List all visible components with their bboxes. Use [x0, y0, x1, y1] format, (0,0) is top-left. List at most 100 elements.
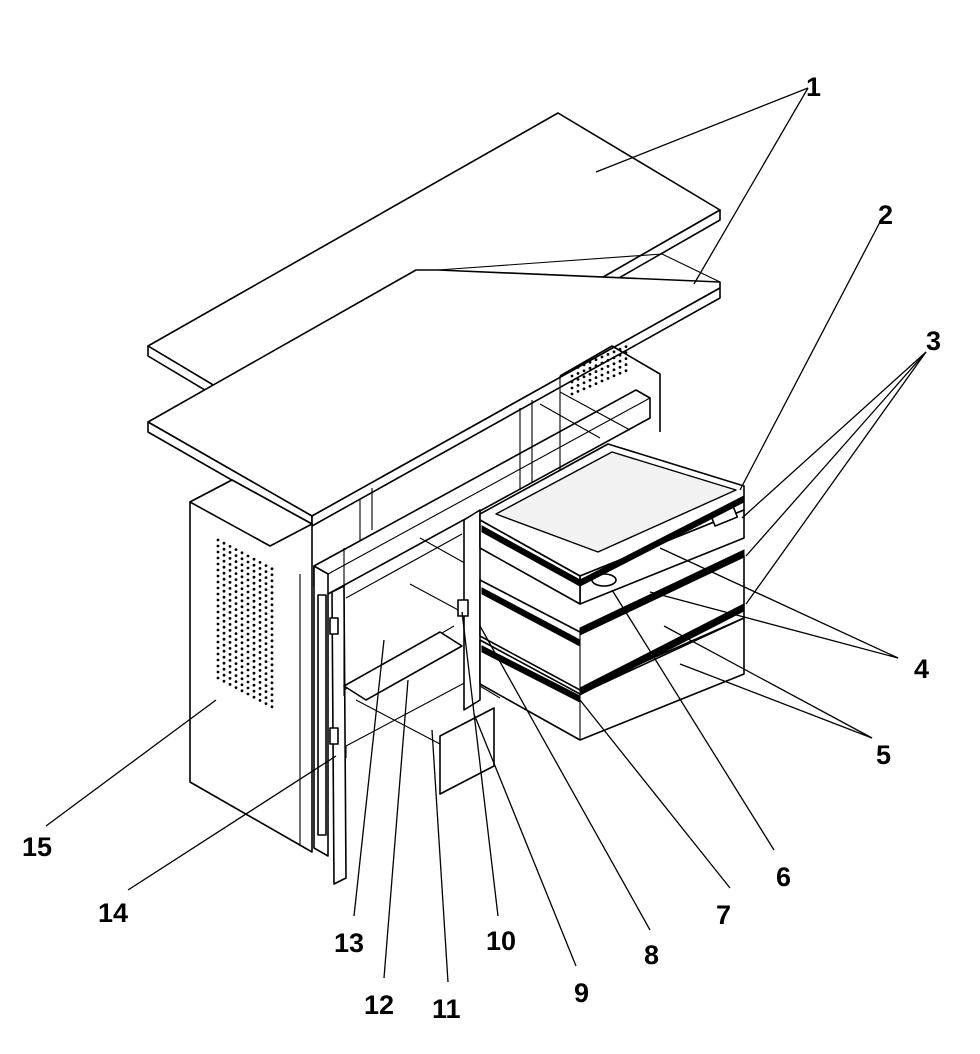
vent-hole: [246, 560, 250, 564]
vent-hole: [570, 374, 574, 378]
cabinet-back-panel: [559, 345, 661, 432]
callout-12: 12: [364, 990, 394, 1020]
vent-hole: [270, 705, 274, 709]
vent-hole: [234, 674, 238, 677]
drawer-top: [479, 443, 745, 605]
vent-hole: [270, 615, 274, 619]
vent-hole: [240, 641, 244, 645]
vent-hole: [576, 378, 580, 381]
vent-hole: [222, 619, 226, 623]
vent-hole: [216, 640, 220, 644]
vent-hole: [588, 360, 592, 364]
vent-hole: [252, 665, 256, 669]
vent-hole: [618, 353, 622, 357]
vent-hole: [222, 553, 226, 557]
vent-hole: [600, 367, 604, 371]
vent-hole: [240, 581, 244, 585]
vent-hole: [252, 683, 256, 687]
vent-hole: [234, 650, 238, 653]
vent-hole: [234, 590, 238, 593]
vent-hole: [264, 690, 268, 693]
cabinet-side-panel: [189, 479, 313, 853]
vent-hole: [246, 572, 250, 576]
vent-hole: [240, 557, 244, 561]
vent-hole: [240, 653, 244, 657]
vent-hole: [264, 702, 268, 705]
vent-hole: [222, 649, 226, 653]
vent-hole: [258, 669, 262, 672]
vent-hole: [258, 699, 262, 702]
vent-hole: [240, 689, 244, 693]
callout-11: 11: [432, 994, 461, 1024]
vent-hole: [228, 563, 232, 566]
vent-hole: [264, 630, 268, 633]
vent-hole: [246, 644, 250, 648]
vent-hole: [570, 380, 574, 384]
vent-hole: [216, 562, 220, 566]
vent-hole: [234, 608, 238, 611]
vent-hole: [252, 641, 256, 645]
vent-hole: [252, 563, 256, 567]
callout-14: 14: [98, 898, 128, 928]
vent-hole: [258, 603, 262, 606]
vent-hole: [588, 384, 592, 388]
vent-hole: [222, 655, 226, 659]
vent-hole: [252, 635, 256, 639]
vent-hole: [270, 687, 274, 691]
vent-hole: [594, 358, 598, 361]
vent-hole: [270, 699, 274, 703]
vent-hole: [618, 371, 622, 375]
vent-hole: [270, 669, 274, 673]
vent-hole: [252, 611, 256, 615]
vent-hole: [246, 578, 250, 582]
vent-hole: [258, 579, 262, 582]
vent-hole: [600, 361, 604, 365]
vent-hole: [222, 547, 226, 551]
vent-hole: [234, 596, 238, 599]
vent-hole: [264, 570, 268, 573]
vent-hole: [234, 578, 238, 581]
vent-hole: [606, 353, 610, 356]
vent-hole: [612, 356, 616, 360]
vent-hole: [570, 386, 574, 390]
vent-hole: [258, 651, 262, 654]
vent-hole: [252, 569, 256, 573]
vent-hole: [234, 662, 238, 665]
vent-hole: [240, 665, 244, 669]
vent-hole: [594, 370, 598, 373]
vent-hole: [240, 551, 244, 555]
vent-hole: [606, 365, 610, 368]
vent-hole: [582, 363, 586, 367]
vent-hole: [264, 654, 268, 657]
vent-hole: [228, 575, 232, 578]
vent-hole: [216, 616, 220, 620]
vent-hole: [216, 634, 220, 638]
vent-hole: [222, 661, 226, 665]
vent-hole: [270, 639, 274, 643]
vent-hole: [258, 681, 262, 684]
vent-hole: [264, 636, 268, 639]
vent-hole: [270, 693, 274, 697]
vent-hole: [258, 627, 262, 630]
vent-hole: [270, 657, 274, 661]
vent-hole: [252, 575, 256, 579]
vent-hole: [234, 620, 238, 623]
vent-hole: [240, 635, 244, 639]
vent-hole: [258, 687, 262, 690]
vent-hole: [258, 693, 262, 696]
vent-hole: [264, 582, 268, 585]
callout-10: 10: [486, 926, 516, 956]
vent-hole: [270, 573, 274, 577]
vent-hole: [228, 641, 232, 644]
vent-hole: [258, 675, 262, 678]
vent-hole: [228, 671, 232, 674]
vent-hole: [228, 611, 232, 614]
vent-hole: [228, 581, 232, 584]
vent-hole: [216, 604, 220, 608]
vent-hole: [252, 653, 256, 657]
vent-hole: [234, 668, 238, 671]
vent-hole: [234, 638, 238, 641]
vent-hole: [240, 617, 244, 621]
vent-hole: [240, 659, 244, 663]
